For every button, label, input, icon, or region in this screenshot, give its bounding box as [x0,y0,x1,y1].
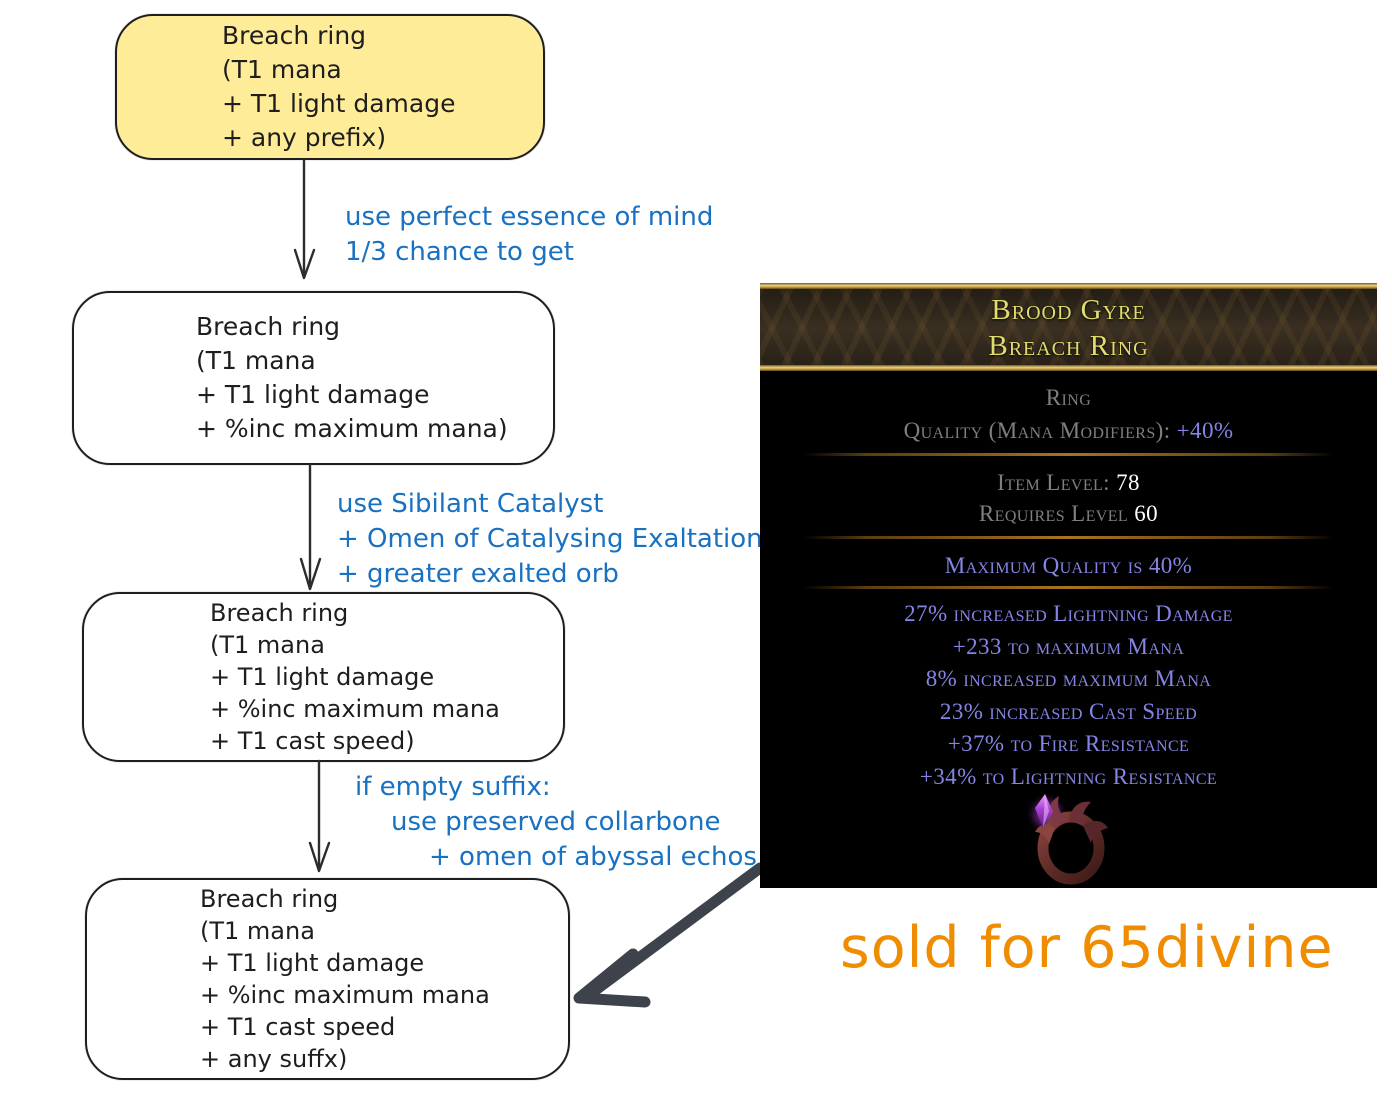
big-pointer-arrow-icon [573,862,766,1008]
step-line: use preserved collarbone [391,807,721,837]
box-line: Breach ring [200,885,339,913]
step-annotation-catalyst: use Sibilant Catalyst + Omen of Catalysi… [337,487,763,592]
box-line: + T1 cast speed) [210,727,415,755]
item-class-line: Ring [760,383,1377,413]
gold-border-bottom [760,365,1377,371]
flow-box-step2: Breach ring (T1 mana + T1 light damage +… [72,291,555,465]
box-line: Breach ring [210,599,349,627]
requires-label: Requires Level [978,501,1135,526]
mod-list: 27% increased Lightning Damage +233 to m… [760,598,1377,793]
box-line: + T1 cast speed [200,1013,396,1041]
flow-box-start: Breach ring (T1 mana + T1 light damage +… [115,14,545,160]
box-line: (T1 mana [196,346,316,375]
mod-line: +233 to maximum Mana [952,633,1185,659]
box-line: (T1 mana [210,631,325,659]
mod-line: 23% increased Cast Speed [939,698,1198,724]
box-line: + T1 light damage [200,949,425,977]
mod-line: 8% increased maximum Mana [925,666,1212,691]
separator [803,586,1334,589]
box-line: + T1 light damage [210,663,435,691]
step-line: if empty suffix: [355,772,551,802]
mod-line: +34% to Lightning Resistance [919,763,1218,789]
requires-level-line: Requires Level 60 [760,499,1377,529]
item-tooltip-header: Brood Gyre Breach Ring [760,283,1377,371]
requires-value: 60 [1134,501,1159,526]
item-class: Ring [1045,385,1092,410]
quality-line: Quality (Mana Modifiers): +40% [760,416,1377,446]
box-line: Breach ring [222,21,367,50]
down-arrow-icon [308,759,331,873]
step-line: + greater exalted orb [337,559,619,589]
box-line: (T1 mana [222,55,342,84]
step-line: 1/3 chance to get [345,237,574,267]
box-line: Breach ring [196,312,341,341]
separator [803,453,1334,456]
separator [803,536,1334,539]
gold-border-top [760,283,1377,289]
item-base-type: Breach Ring [988,330,1149,362]
max-quality-line: Maximum Quality is 40% [944,553,1193,578]
mod-line: 27% increased Lightning Damage [904,601,1233,626]
step-line: + omen of abyssal echos [429,842,757,872]
step-line: + Omen of Catalysing Exaltation [337,524,763,554]
box-line: + %inc maximum mana [210,695,500,723]
item-level-label: Item Level: [997,470,1117,495]
item-name: Brood Gyre [991,294,1146,326]
flow-box-step3: Breach ring (T1 mana + T1 light damage +… [82,592,565,762]
box-line: + %inc maximum mana) [196,414,508,443]
item-level-line: Item Level: 78 [760,468,1377,498]
quality-label: Quality (Mana Modifiers): [903,418,1177,443]
box-line: (T1 mana [200,917,315,945]
step-annotation-collarbone: if empty suffix: use preserved collarbon… [355,770,757,875]
flow-box-final: Breach ring (T1 mana + T1 light damage +… [85,878,570,1080]
down-arrow-icon [293,158,316,280]
box-line: + any suffx) [200,1045,348,1073]
down-arrow-icon [299,463,322,591]
sold-annotation: sold for 65divine [840,915,1334,981]
mod-line: +37% to Fire Resistance [947,731,1190,756]
step-line: use Sibilant Catalyst [337,489,604,519]
box-line: + any prefix) [222,123,387,152]
breach-ring-icon [1024,792,1108,885]
quality-value: +40% [1176,418,1234,443]
step-annotation-essence: use perfect essence of mind 1/3 chance t… [345,200,713,270]
box-line: + T1 light damage [196,380,430,409]
box-line: + T1 light damage [222,89,456,118]
step-line: use perfect essence of mind [345,202,714,232]
item-level-value: 78 [1116,470,1140,495]
box-line: + %inc maximum mana [200,981,490,1009]
item-tooltip: Brood Gyre Breach Ring Ring Quality (Man… [760,283,1377,888]
